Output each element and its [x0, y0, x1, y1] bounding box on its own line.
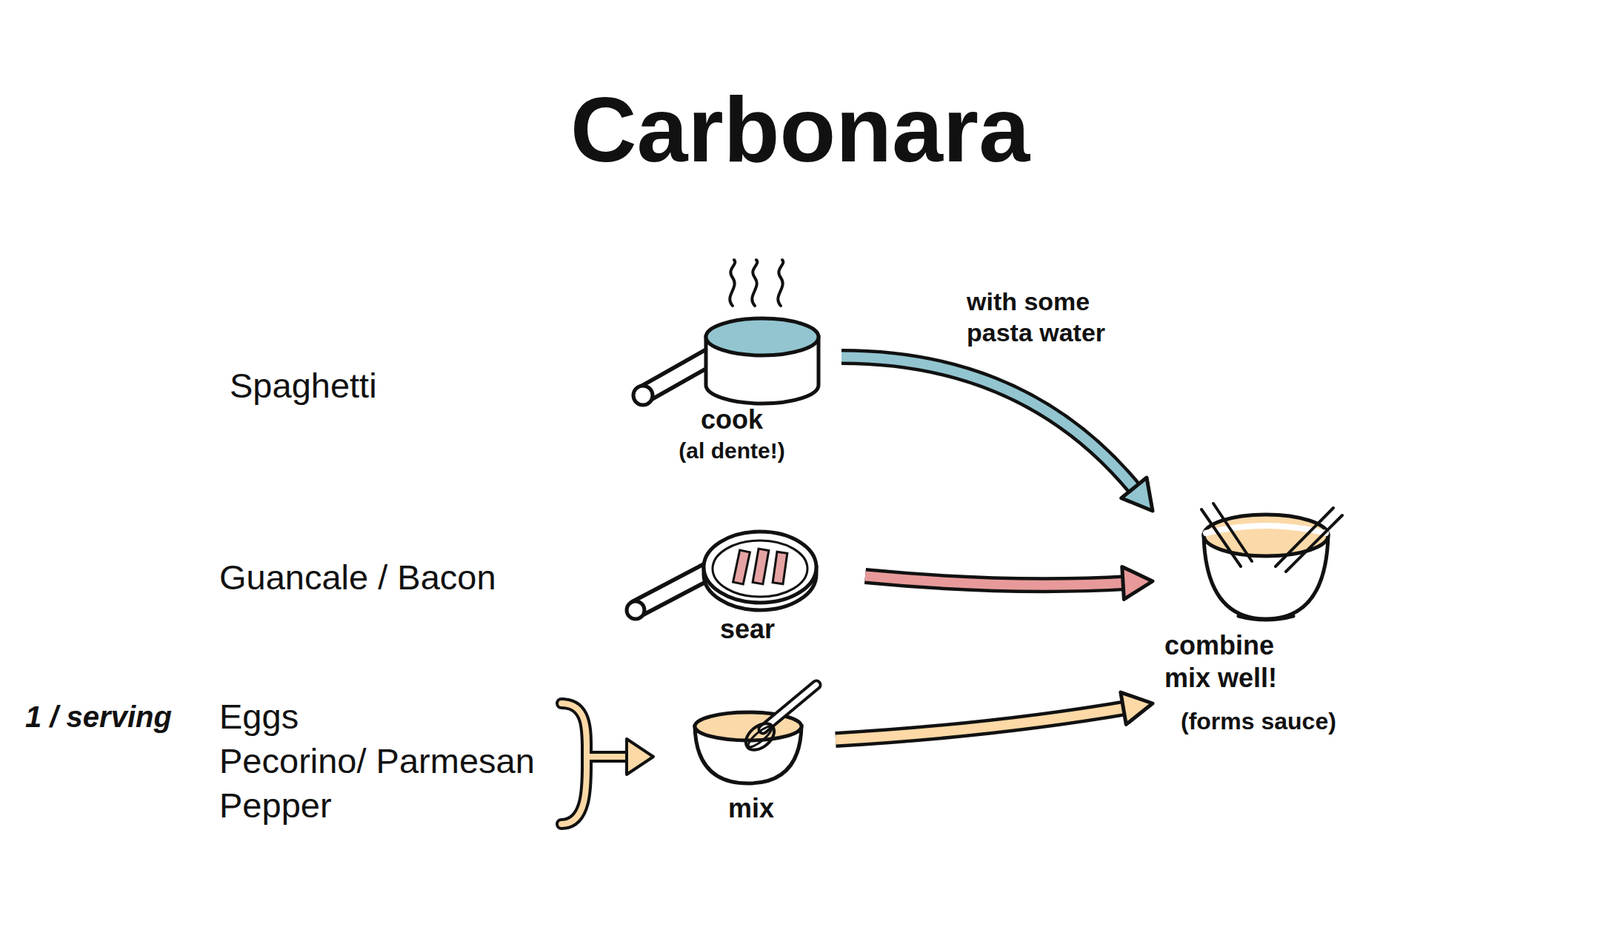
arrow-label: with some pasta water [966, 285, 1145, 349]
step-caption: cook [622, 403, 842, 437]
icon-node: mix [666, 666, 836, 830]
icon-node: sear [629, 518, 866, 652]
step-caption: (forms sauce) [1180, 705, 1384, 738]
ingredient-brace [561, 703, 654, 825]
step-caption: mix [666, 792, 836, 826]
ingredient-label: Guancale / Bacon [219, 557, 497, 599]
ingredient-label: Pepper [219, 785, 332, 827]
serving-bowl-icon [1201, 503, 1343, 620]
mixing-bowl-icon [694, 685, 817, 784]
step-caption: sear [629, 613, 866, 646]
icon-node: combine mix well! (forms sauce) [1155, 496, 1384, 749]
icon-node: cook(al dente!) [622, 251, 842, 467]
flow-arrow [841, 357, 1153, 512]
pan-icon [626, 531, 817, 620]
pot-icon [633, 260, 819, 406]
step-caption: combine mix well! [1164, 629, 1313, 695]
step-caption: (al dente!) [622, 436, 842, 466]
diagram-title: Carbonara [0, 74, 1600, 186]
ingredient-label: Eggs [219, 696, 299, 738]
flow-arrow [865, 566, 1153, 600]
ingredient-label: Pecorino/ Parmesan [219, 740, 535, 783]
serving-note: 1 / serving [25, 699, 172, 735]
ingredient-label: Spaghetti [229, 365, 378, 407]
flow-arrow [835, 692, 1153, 740]
